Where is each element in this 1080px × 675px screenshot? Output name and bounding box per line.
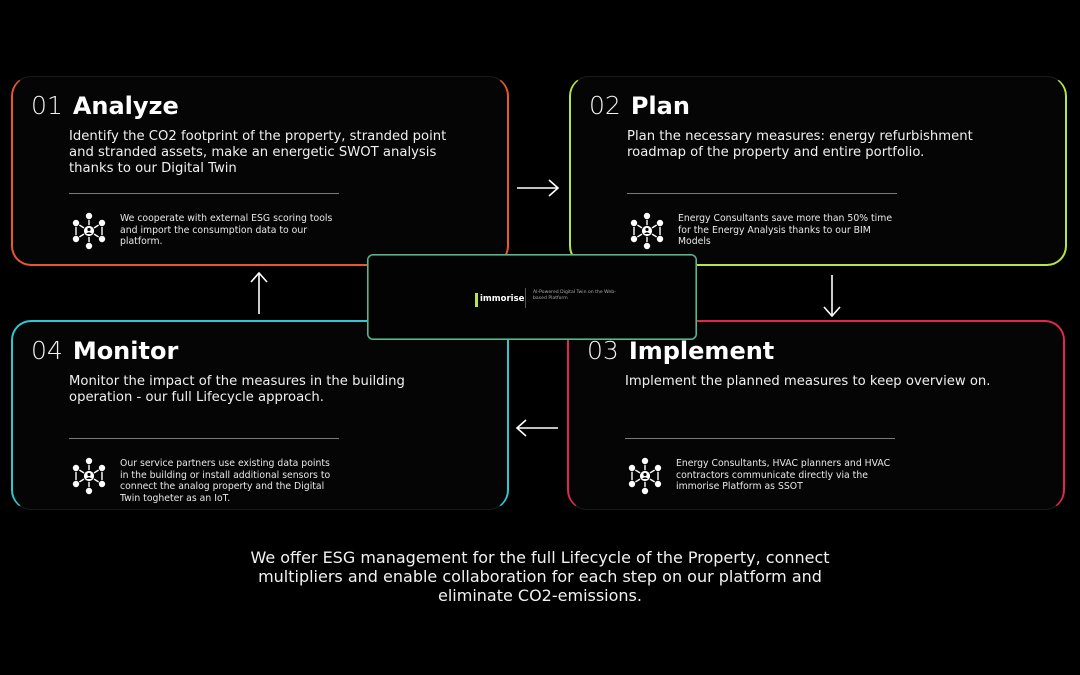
step-card-analyze: 01 Analyze Identify the CO2 footprint of…	[11, 76, 509, 266]
divider	[69, 438, 339, 439]
arrow-left-icon	[515, 419, 558, 437]
step-note: Our service partners use existing data p…	[120, 458, 331, 504]
step-card-implement: 03 Implement Implement the planned measu…	[567, 320, 1065, 510]
step-number: 02	[589, 91, 621, 120]
step-title: Plan	[630, 92, 690, 120]
network-people-icon	[71, 211, 107, 251]
step-note: We cooperate with external ESG scoring t…	[120, 213, 333, 247]
network-people-icon	[71, 456, 107, 496]
step-description: Implement the planned measures to keep o…	[625, 374, 991, 389]
step-description: Identify the CO2 footprint of the proper…	[69, 129, 447, 176]
network-people-icon	[627, 456, 663, 496]
step-number: 04	[31, 336, 63, 365]
step-number: 01	[31, 91, 63, 120]
divider	[625, 438, 895, 439]
summary-text: We offer ESG management for the full Lif…	[250, 548, 830, 605]
step-card-plan: 02 Plan Plan the necessary measures: ene…	[569, 76, 1067, 266]
step-note: Energy Consultants, HVAC planners and HV…	[676, 458, 891, 492]
network-people-icon	[629, 211, 665, 251]
arrow-up-icon	[250, 271, 268, 314]
step-number: 03	[587, 336, 619, 365]
logo-mark	[475, 293, 478, 307]
step-title: Implement	[628, 337, 775, 365]
step-card-monitor: 04 Monitor Monitor the impact of the mea…	[11, 320, 509, 510]
step-heading: 03 Implement	[587, 336, 774, 365]
brand-name: immorise	[480, 294, 525, 304]
brand-tagline: AI-Powered Digital Twin on the Web-based…	[533, 290, 616, 301]
step-note: Energy Consultants save more than 50% ti…	[678, 213, 893, 247]
divider	[627, 193, 897, 194]
step-heading: 04 Monitor	[31, 336, 178, 365]
divider	[69, 193, 339, 194]
step-description: Plan the necessary measures: energy refu…	[627, 129, 973, 160]
immorise-logo-box: immorise AI-Powered Digital Twin on the …	[367, 254, 697, 340]
step-heading: 01 Analyze	[31, 91, 179, 120]
step-title: Monitor	[72, 337, 179, 365]
arrow-right-icon	[517, 179, 560, 197]
arrow-down-icon	[823, 275, 841, 318]
step-heading: 02 Plan	[589, 91, 690, 120]
step-title: Analyze	[72, 92, 179, 120]
logo-separator	[525, 288, 526, 308]
step-description: Monitor the impact of the measures in th…	[69, 374, 405, 405]
